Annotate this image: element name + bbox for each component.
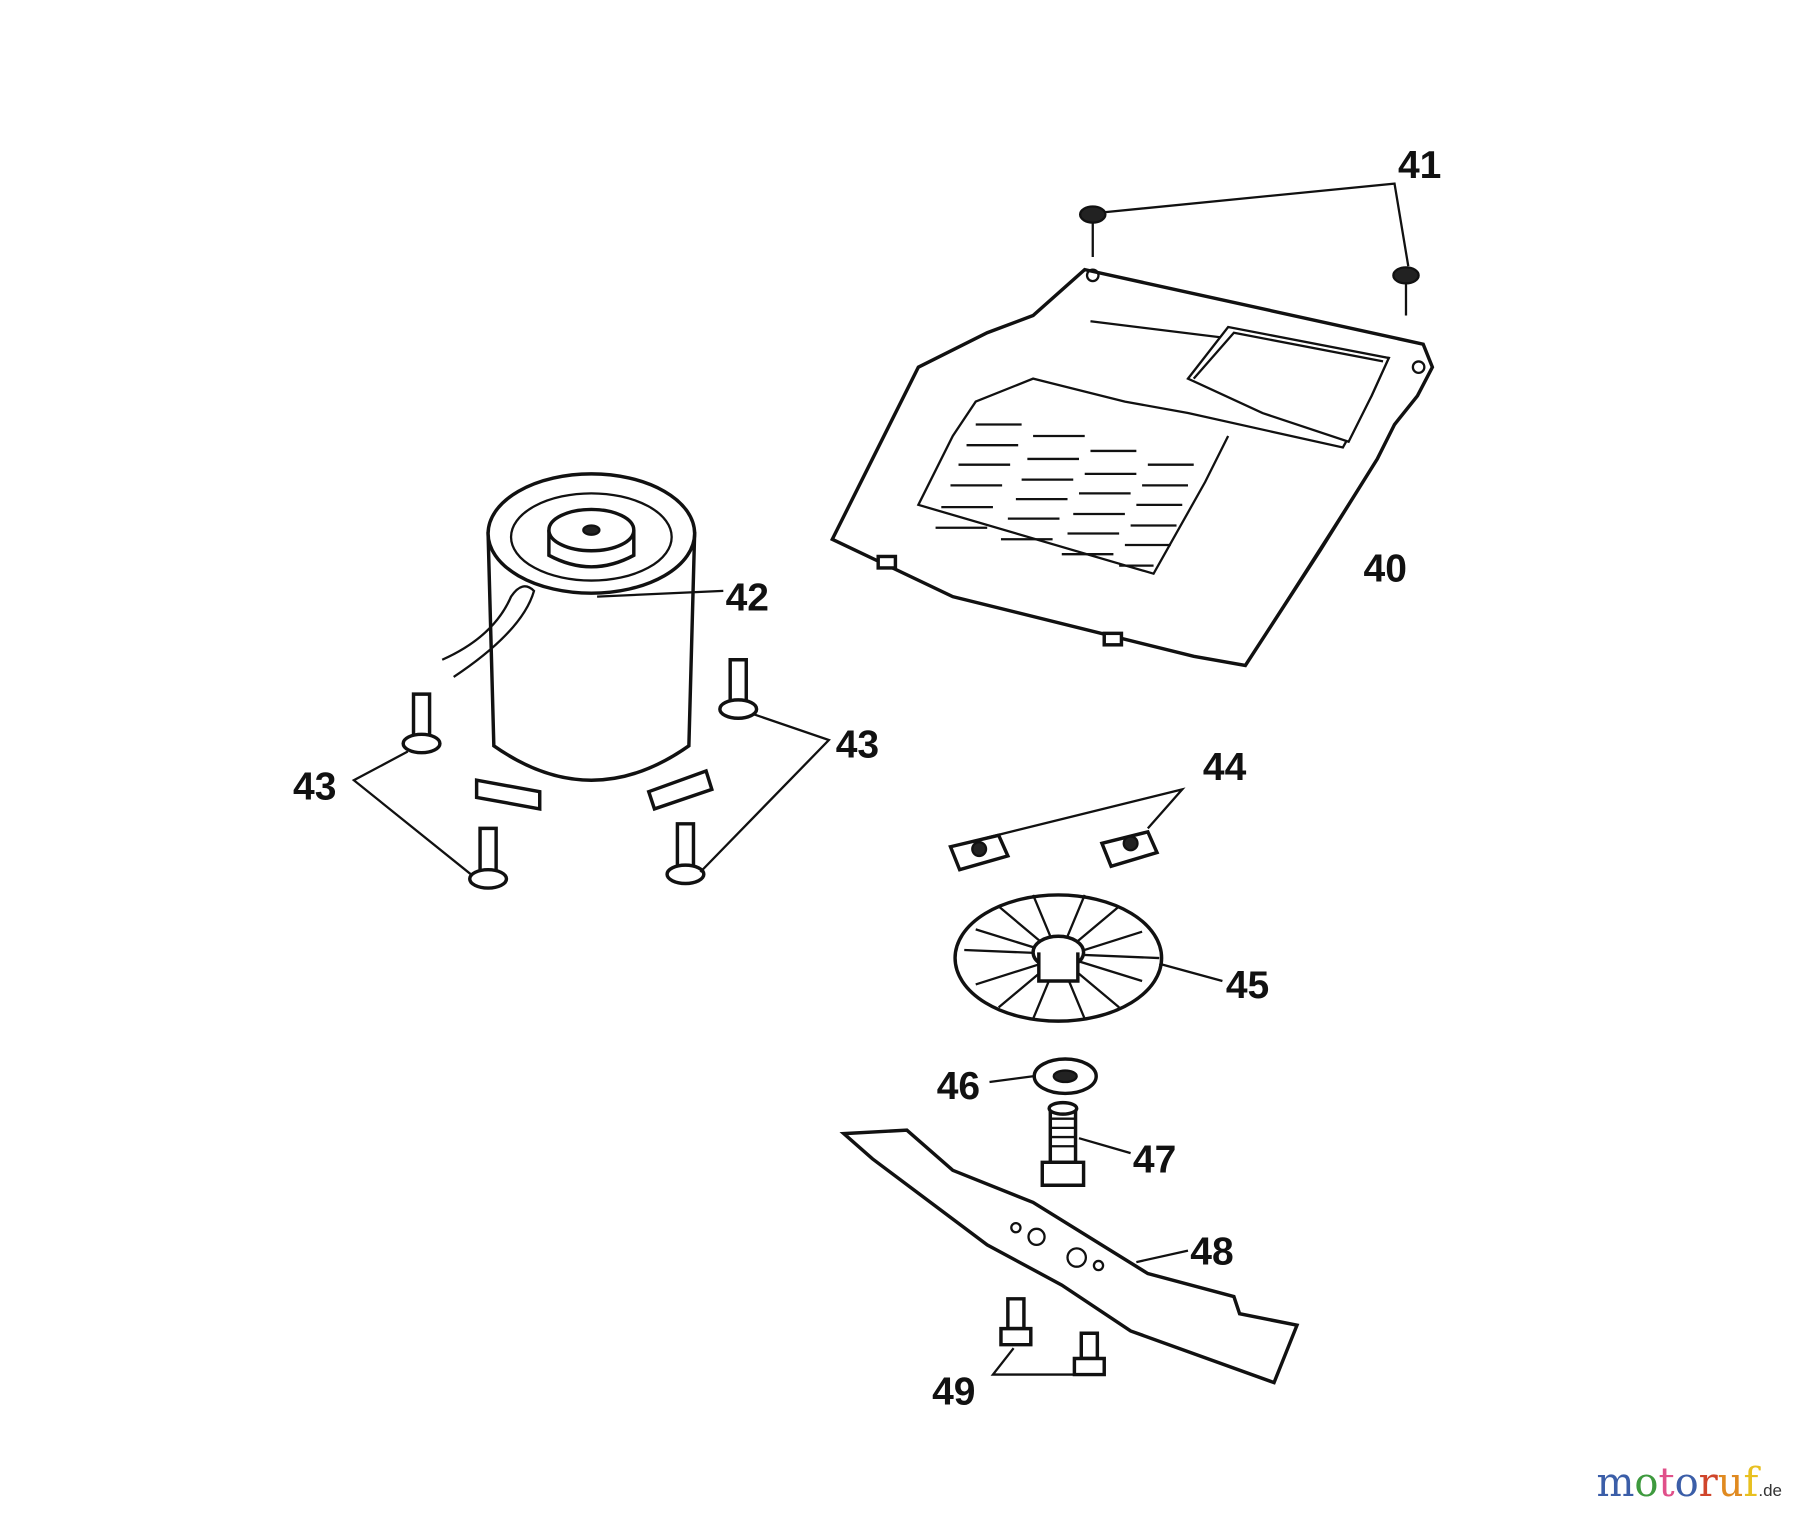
label-46: 46 <box>937 1065 980 1108</box>
label-40: 40 <box>1364 548 1407 591</box>
label-42: 42 <box>726 576 769 619</box>
watermark-text: motoruf <box>1596 1460 1758 1506</box>
part-44-nuts <box>948 787 1186 872</box>
part-40-cover <box>829 267 1435 668</box>
label-49: 49 <box>932 1370 975 1413</box>
part-49-bolts <box>990 1297 1106 1377</box>
label-43-left: 43 <box>293 766 336 809</box>
watermark-letter: t <box>1658 1460 1675 1506</box>
label-47: 47 <box>1133 1139 1176 1182</box>
part-48-blade <box>839 1128 1300 1385</box>
part-41-screws <box>1078 182 1420 316</box>
part-46-washer <box>989 1057 1098 1096</box>
watermark-letter: r <box>1698 1460 1718 1506</box>
watermark-letter: u <box>1717 1460 1744 1506</box>
label-44: 44 <box>1203 746 1247 789</box>
callout-labels: 41 40 42 43 43 44 45 46 47 48 49 <box>293 144 1441 1414</box>
label-43-right: 43 <box>836 723 879 766</box>
watermark-suffix: .de <box>1758 1481 1782 1500</box>
vent-slots <box>935 423 1194 567</box>
label-41: 41 <box>1398 144 1441 187</box>
watermark-letter: m <box>1596 1460 1635 1506</box>
label-45: 45 <box>1226 964 1269 1007</box>
part-45-fan <box>953 893 1223 1023</box>
part-42-motor <box>441 472 724 812</box>
watermark-letter: o <box>1674 1460 1699 1506</box>
watermark-logo: motoruf.de <box>1596 1460 1782 1506</box>
watermark-letter: o <box>1634 1460 1659 1506</box>
part-47-bolt <box>1040 1100 1131 1187</box>
watermark-letter: f <box>1743 1460 1759 1506</box>
label-48: 48 <box>1190 1230 1233 1273</box>
part-43-bolts <box>351 658 831 890</box>
